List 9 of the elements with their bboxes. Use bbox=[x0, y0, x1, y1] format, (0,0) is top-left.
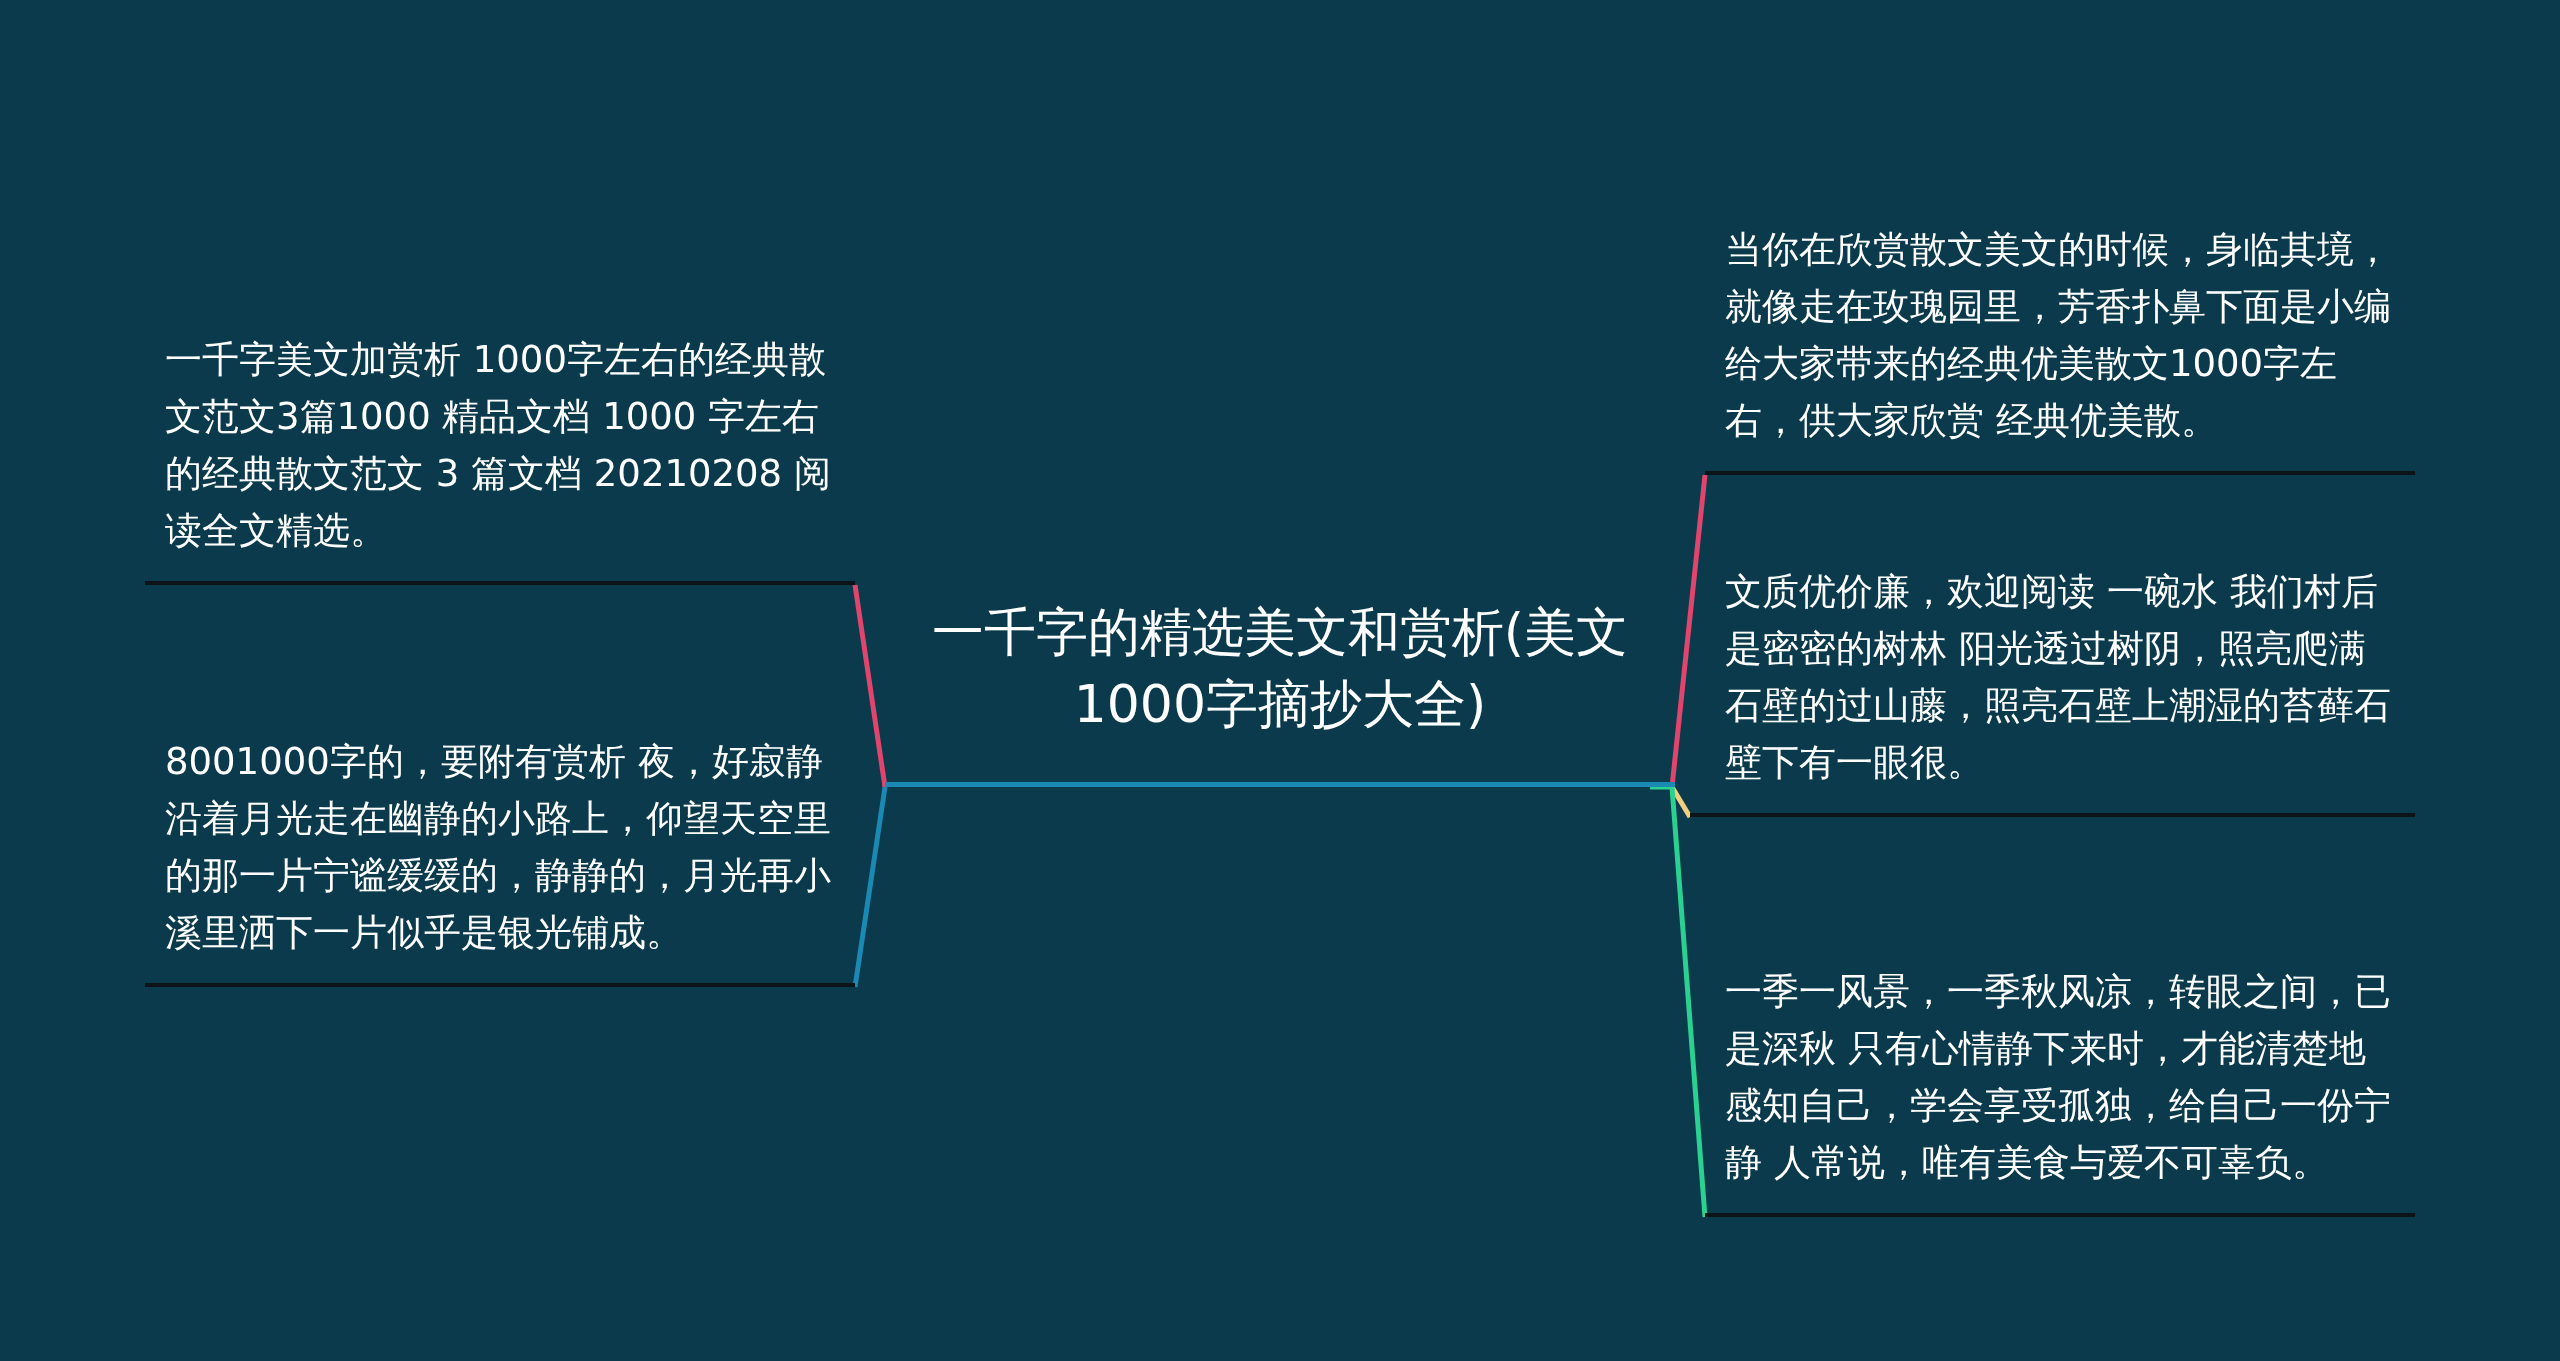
connector-line bbox=[852, 786, 888, 988]
connector-line bbox=[852, 584, 888, 788]
text-block: 一季一风景，一季秋风凉，转眼之间，已是深秋 只有心情静下来时，才能清楚地感知自己，学会享受孤独，给自己一份宁静 人常说，唯有美食与爱不可辜负。 bbox=[1705, 890, 2415, 1217]
text-block: 8001000字的，要附有赏析 夜，好寂静沿着月光走在幽静的小路上，仰望天空里的那一片宁谧缓缓的，静静的，月光再小溪里洒下一片似乎是银光铺成。 bbox=[145, 660, 855, 987]
connector-line bbox=[1650, 784, 1708, 1218]
text-block: 文质优价廉，欢迎阅读 一碗水 我们村后是密密的树林 阳光透过树阴，照亮爬满石壁的过山藤，照亮石壁上潮湿的苔藓石壁下有一眼很。 bbox=[1690, 540, 2415, 817]
text-block: 当你在欣赏散文美文的时候，身临其境，就像走在玫瑰园里，芳香扑鼻下面是小编给大家带来的经典优美散文1000字左右，供大家欣赏 经典优美散。 bbox=[1705, 145, 2415, 475]
central-topic: 一千字的精选美文和赏析(美文1000字摘抄大全) bbox=[885, 600, 1675, 787]
text-block: 一千字美文加赏析 1000字左右的经典散文范文3篇1000 精品文档 1000 字左右的经典散文范文 3 篇文档 20210208 阅读全文精选。 bbox=[145, 255, 855, 585]
